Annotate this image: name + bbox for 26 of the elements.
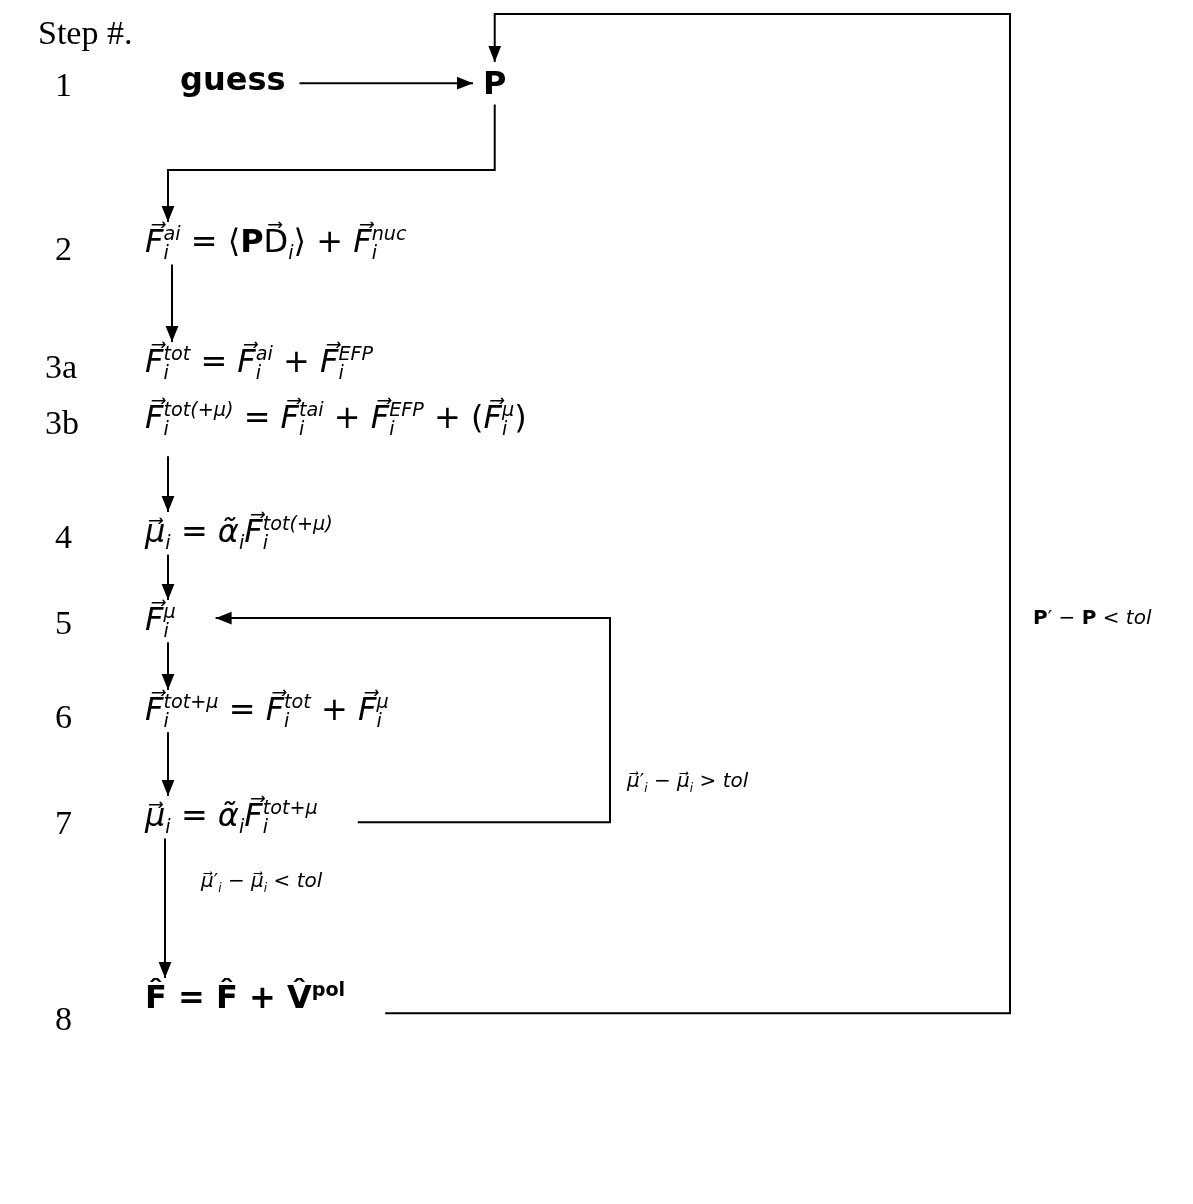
step-number: 5 [55, 604, 72, 642]
column-heading: Step #. [38, 14, 133, 52]
arrow [214, 611, 611, 824]
arrow [384, 13, 1011, 1015]
arrow [298, 76, 474, 90]
formula-text: F⃗$_{i}$$^{tot(+μ)}$ = F⃗$_{i}$$^{tai}$ + F⃗$_{i}$$^{EFP}$ + (F⃗$_{i}$$^{μ}$) [145, 398, 527, 439]
arrow [161, 455, 175, 513]
edge-label: μ⃗′$_{i}$ − μ⃗$_{i}$ > tol [624, 768, 752, 794]
arrow [158, 837, 172, 979]
edge-label: μ⃗′$_{i}$ − μ⃗$_{i}$ < tol [198, 868, 326, 894]
arrow [161, 641, 175, 691]
step-number: 7 [55, 804, 72, 842]
step-text: guess [180, 60, 286, 99]
step-number: 8 [55, 1000, 72, 1038]
step-number: 6 [55, 698, 72, 736]
formula-text: P [483, 64, 507, 103]
formula-text: F̂ = F̂ + V̂$^{pol}$ [145, 978, 346, 1017]
step-number: 1 [55, 66, 72, 104]
arrow [161, 553, 175, 601]
arrow [161, 103, 496, 223]
step-number: 4 [55, 518, 72, 556]
step-number: 3b [45, 404, 79, 442]
step-number: 2 [55, 230, 72, 268]
arrow [165, 263, 179, 343]
arrow [161, 731, 175, 797]
step-number: 3a [45, 348, 78, 386]
